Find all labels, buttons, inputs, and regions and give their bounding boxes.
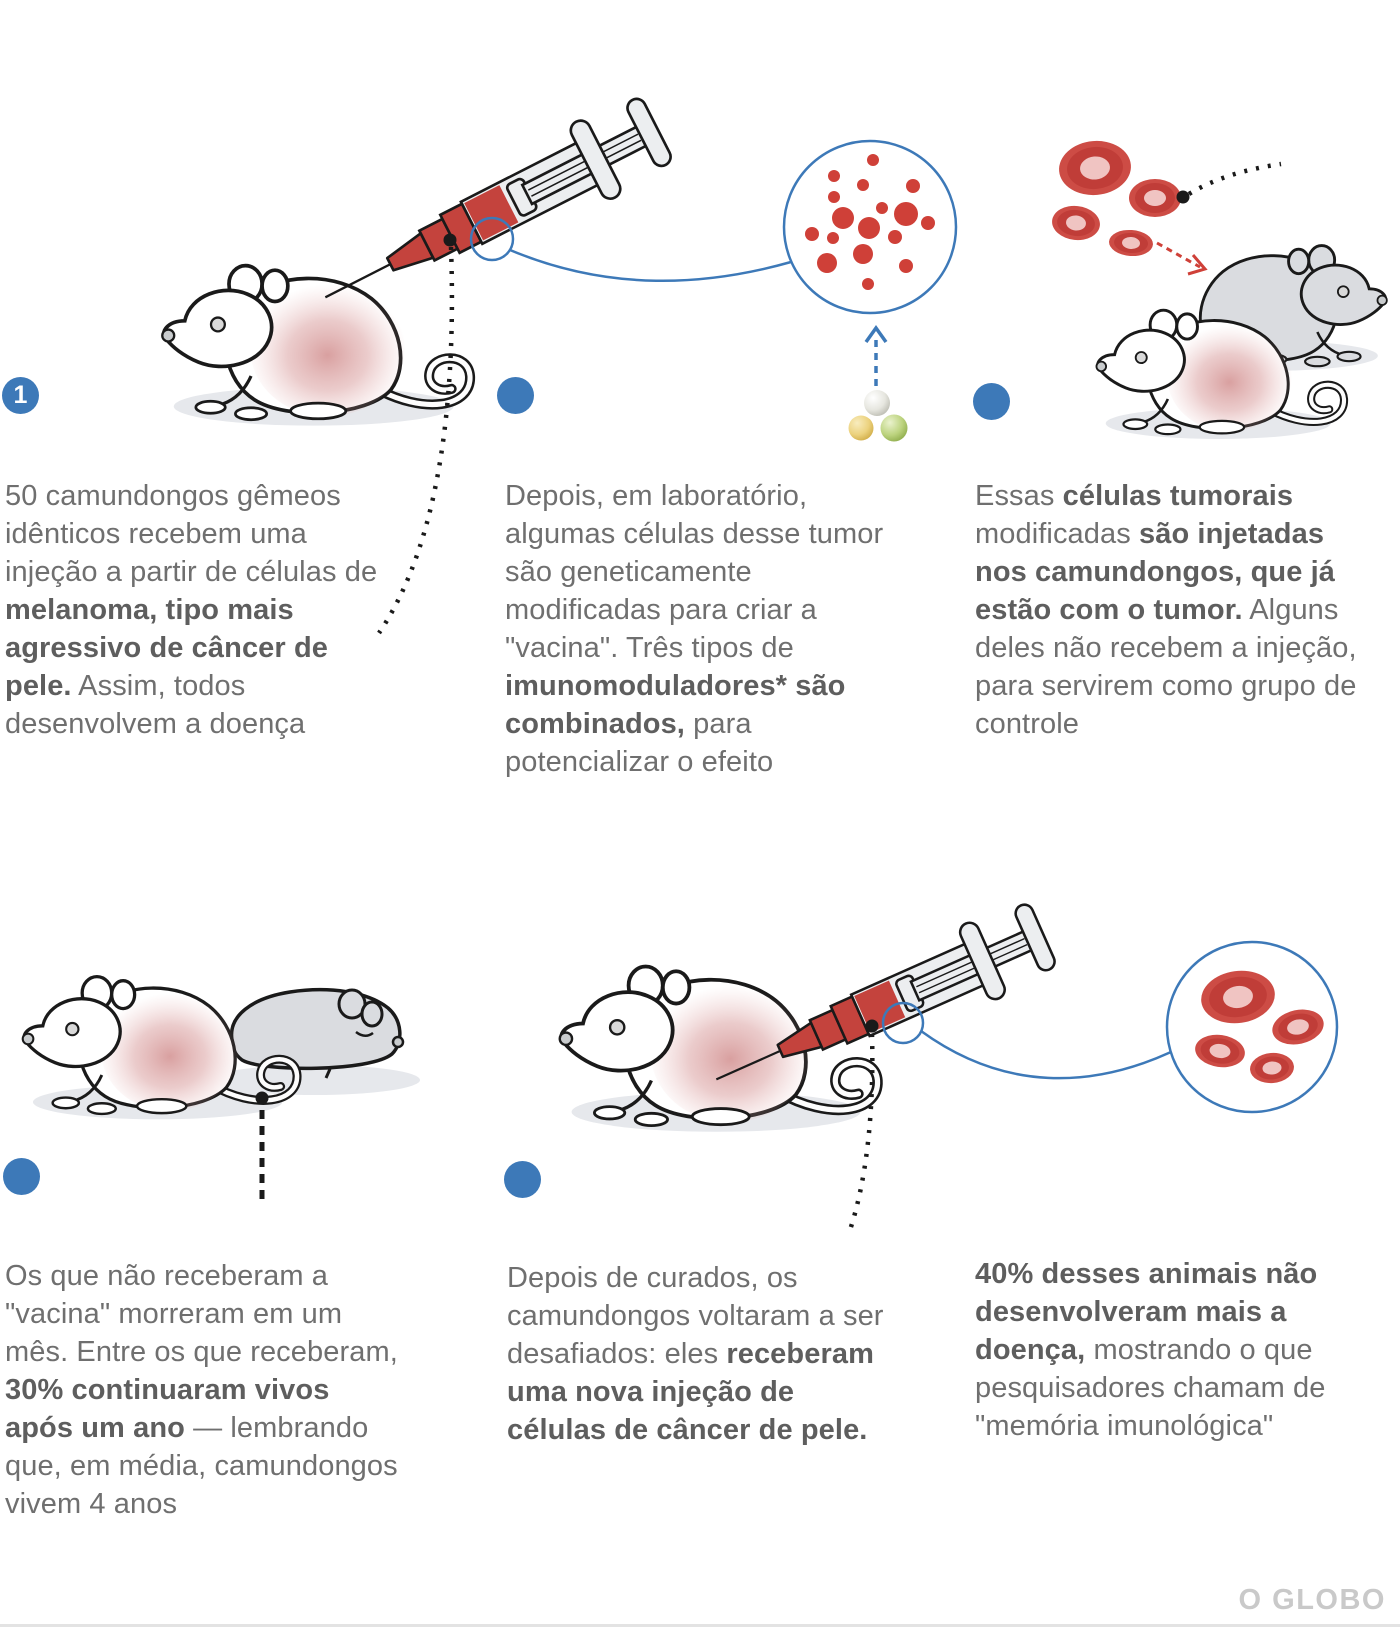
step-1-text-regular-2: Assim, todos desenvolvem a doença (5, 670, 306, 740)
magnifier-ring-icon (469, 216, 515, 262)
step-3-text-regular-2: modificadas (975, 518, 1139, 550)
leader-dot (443, 233, 457, 247)
step-3-text-bold-2: são injetadas nos camundongos, que já es… (975, 518, 1335, 626)
step-1-text: 50 camundongos gêmeos idênticos recebem … (5, 477, 397, 743)
step-4-bullet (3, 1158, 40, 1195)
cancer-cells-icon (1195, 970, 1324, 1084)
oglobo-logo: O GLOBO (1238, 1584, 1386, 1616)
step-5-text: Depois de curados, os camundongos voltar… (507, 1259, 899, 1449)
step-4-text-regular-2: — lembrando que, em média, camundongos v… (5, 1412, 398, 1520)
step-4-text-regular: Os que não receberam a "vacina" morreram… (5, 1260, 398, 1368)
dotted-leader-line (846, 1033, 875, 1234)
tumor-mouse-icon (162, 266, 470, 426)
magnifier-ring-icon (881, 1001, 925, 1045)
step-1-bullet: 1 (2, 377, 39, 414)
tumor-cell-dots (805, 154, 935, 290)
scene-3-cells-into-mice (1052, 140, 1386, 439)
step-6-text: 40% desses animais não desenvolveram mai… (975, 1255, 1377, 1445)
step-5-text-bold: receberam uma nova injeção de células de… (507, 1338, 874, 1446)
leader-dot (865, 1019, 879, 1033)
step-3-text-bold: células tumorais (1062, 480, 1294, 512)
closed-eye-icon (355, 1030, 374, 1037)
scene-1-first-injection (162, 88, 792, 635)
step-6-text-regular: mostrando o que pesquisadores chamam de … (975, 1334, 1326, 1442)
step-3-text: Essas células tumorais modificadas são i… (975, 477, 1377, 743)
step-4-text: Os que não receberam a "vacina" morreram… (5, 1257, 405, 1523)
step-2-text-regular: Depois, em laboratório, algumas células … (505, 480, 884, 664)
scene-6-magnified-cells (1165, 940, 1339, 1114)
red-arrow-line (1156, 241, 1201, 269)
magnifier-connector-line (509, 248, 792, 282)
step-2-text: Depois, em laboratório, algumas células … (505, 477, 897, 781)
step-2-text-regular-2: para potencializar o efeito (505, 708, 774, 778)
tumor-mouse-icon (560, 967, 878, 1132)
red-arrow-head (1187, 254, 1208, 276)
step-2-bullet (497, 377, 534, 414)
leader-dot (1176, 190, 1190, 204)
step-3-bullet (973, 383, 1010, 420)
magnifier-connector-line (920, 1029, 1172, 1080)
step-3-text-regular-3: Alguns deles não recebem a injeção, para… (975, 594, 1357, 740)
footer-divider (0, 1624, 1400, 1627)
step-1-text-bold: melanoma, tipo mais agressivo de câncer … (5, 594, 328, 702)
step-1-text-regular: 50 camundongos gêmeos idênticos recebem … (5, 480, 378, 588)
dotted-leader-line (1187, 161, 1282, 196)
immunomodulator-spheres-icon (848, 390, 908, 442)
step-3-text-regular: Essas (975, 480, 1063, 512)
scene-2-vaccine-lab (782, 139, 958, 442)
step-6-text-bold: 40% desses animais não desenvolveram mai… (975, 1258, 1318, 1366)
step-5-text-regular: Depois de curados, os camundongos voltar… (507, 1262, 884, 1370)
step-4-text-bold: 30% continuaram vivos após um ano (5, 1374, 330, 1444)
up-arrow-head (864, 324, 888, 344)
step-1-number: 1 (13, 381, 28, 409)
dead-mouse-icon (210, 987, 420, 1095)
leader-dot (255, 1091, 269, 1105)
scene-5-challenge-injection (560, 895, 1172, 1234)
step-2-text-bold: imunomoduladores* são combinados, (505, 670, 846, 740)
scene-4-outcome (23, 977, 420, 1206)
step-5-bullet (504, 1161, 541, 1198)
modified-tumor-cells-icon (1052, 140, 1181, 257)
